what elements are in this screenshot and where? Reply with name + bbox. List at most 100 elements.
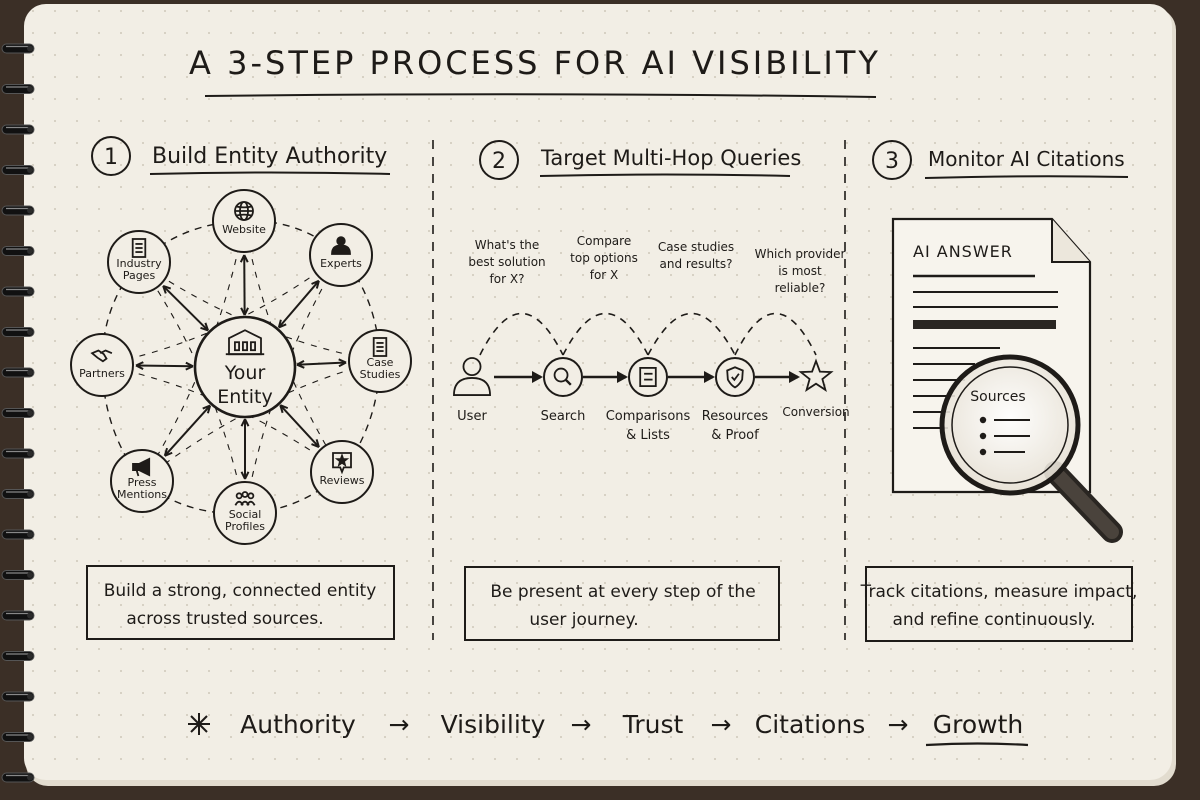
title-underline <box>204 93 877 98</box>
node-label: Press <box>128 476 157 489</box>
journey-stage: Comparisons& Lists <box>606 357 691 443</box>
node-label: Website <box>222 223 266 236</box>
heading-underline <box>539 173 791 177</box>
hub-arrow <box>163 404 212 457</box>
caption-line: and refine continuously. <box>892 610 1095 630</box>
flow-arrow: → <box>711 710 732 739</box>
step-3: 3 Monitor AI Citations AI ANSWER Sources <box>860 140 1137 642</box>
spiral-ring <box>1 367 35 378</box>
journey-stage: Resources& Proof <box>702 357 769 443</box>
caption-box <box>464 566 780 641</box>
entity-label: Your <box>224 362 266 384</box>
heading-underline <box>924 175 1129 179</box>
user-icon <box>453 357 491 396</box>
heading-underline <box>149 171 391 175</box>
spiral-ring <box>1 246 35 256</box>
journey-arrow <box>583 371 628 383</box>
document-title: AI ANSWER <box>913 242 1013 261</box>
caption-line: Be present at every step of the <box>490 582 755 602</box>
step-2: 2 Target Multi-Hop Queries What's thebes… <box>453 140 850 641</box>
spiral-ring <box>1 448 35 459</box>
magnifier-icon <box>553 367 572 386</box>
dashed-connection <box>101 261 140 366</box>
outcome-flow: Authority → Visibility → Trust → Citatio… <box>188 710 1029 747</box>
query-line: and results? <box>660 257 733 271</box>
page-title: A 3-STEP PROCESS FOR AI VISIBILITY <box>189 44 881 82</box>
journey-arrow <box>668 371 715 383</box>
hub-arrow <box>162 284 209 332</box>
step-number-circle <box>479 140 519 180</box>
stage-label: Resources <box>702 409 769 424</box>
node-label: Reviews <box>320 474 365 487</box>
dashed-connection <box>138 220 245 263</box>
dashed-connection <box>340 254 381 362</box>
spiral-ring <box>1 124 35 135</box>
hop-arc <box>479 312 564 356</box>
spiral-ring <box>1 205 35 216</box>
megaphone-icon <box>132 457 151 477</box>
flow-item: Visibility <box>441 710 546 739</box>
people-icon <box>234 491 256 506</box>
dashed-connection <box>141 480 246 515</box>
step-heading: Target Multi-Hop Queries <box>540 146 801 170</box>
query-line: for X? <box>490 272 525 286</box>
step-number: 1 <box>104 145 118 170</box>
spiral-ring <box>1 286 35 297</box>
flow-arrow: → <box>389 710 410 739</box>
step-number-circle <box>872 140 912 180</box>
node-label: Case <box>367 356 394 369</box>
step-1: 1 Build Entity Authority YourEntityWebsi… <box>70 136 412 640</box>
flow-item: Trust <box>622 710 684 739</box>
query-line: best solution <box>468 255 545 269</box>
spiral-ring <box>1 732 35 742</box>
caption-line: Build a strong, connected entity <box>104 581 377 601</box>
spiral-ring <box>1 691 35 702</box>
entity-source-node: Partners <box>70 333 134 397</box>
stage-label: Conversion <box>782 405 849 419</box>
shield-icon <box>726 366 744 389</box>
flow-arrow: → <box>888 710 909 739</box>
caption-box <box>86 565 395 640</box>
lens-label: Sources <box>970 389 1025 405</box>
magnifier-icon: Sources <box>939 354 1123 543</box>
globe-icon <box>234 201 254 221</box>
dashed-connection <box>138 261 246 514</box>
star-badge-icon <box>332 452 352 475</box>
entity-source-node: Website <box>212 189 276 253</box>
node-label: Experts <box>320 257 362 270</box>
page-icon <box>131 238 147 258</box>
notebook-page <box>24 4 1176 786</box>
hub-arrow <box>239 254 249 316</box>
step-heading: Monitor AI Citations <box>928 147 1125 171</box>
hub-arrow <box>277 279 320 329</box>
journey-stage: Search <box>541 357 586 424</box>
entity-source-node: Experts <box>309 223 373 287</box>
spiral-ring <box>1 570 35 580</box>
flow-item: Growth <box>933 710 1024 739</box>
star-icon <box>798 358 834 392</box>
query-line: for X <box>590 268 619 282</box>
hub-arrow <box>279 404 320 448</box>
step-number: 2 <box>492 149 506 174</box>
stage-label: Search <box>541 409 586 424</box>
hub-arrow <box>240 418 250 480</box>
entity-label: Entity <box>217 386 272 408</box>
spiral-ring <box>1 408 35 418</box>
step-number: 3 <box>885 149 899 174</box>
entity-source-node: Reviews <box>310 440 374 504</box>
flow-item: Citations <box>755 710 865 739</box>
node-label: Profiles <box>225 520 265 533</box>
node-label: Social <box>229 508 262 521</box>
hop-arc <box>647 312 736 356</box>
query-line: Which provider <box>755 247 846 261</box>
spiral-ring <box>1 165 35 175</box>
journey-stage: Conversion <box>782 358 850 419</box>
spiral-ring <box>1 651 35 661</box>
caption-box <box>865 566 1133 642</box>
